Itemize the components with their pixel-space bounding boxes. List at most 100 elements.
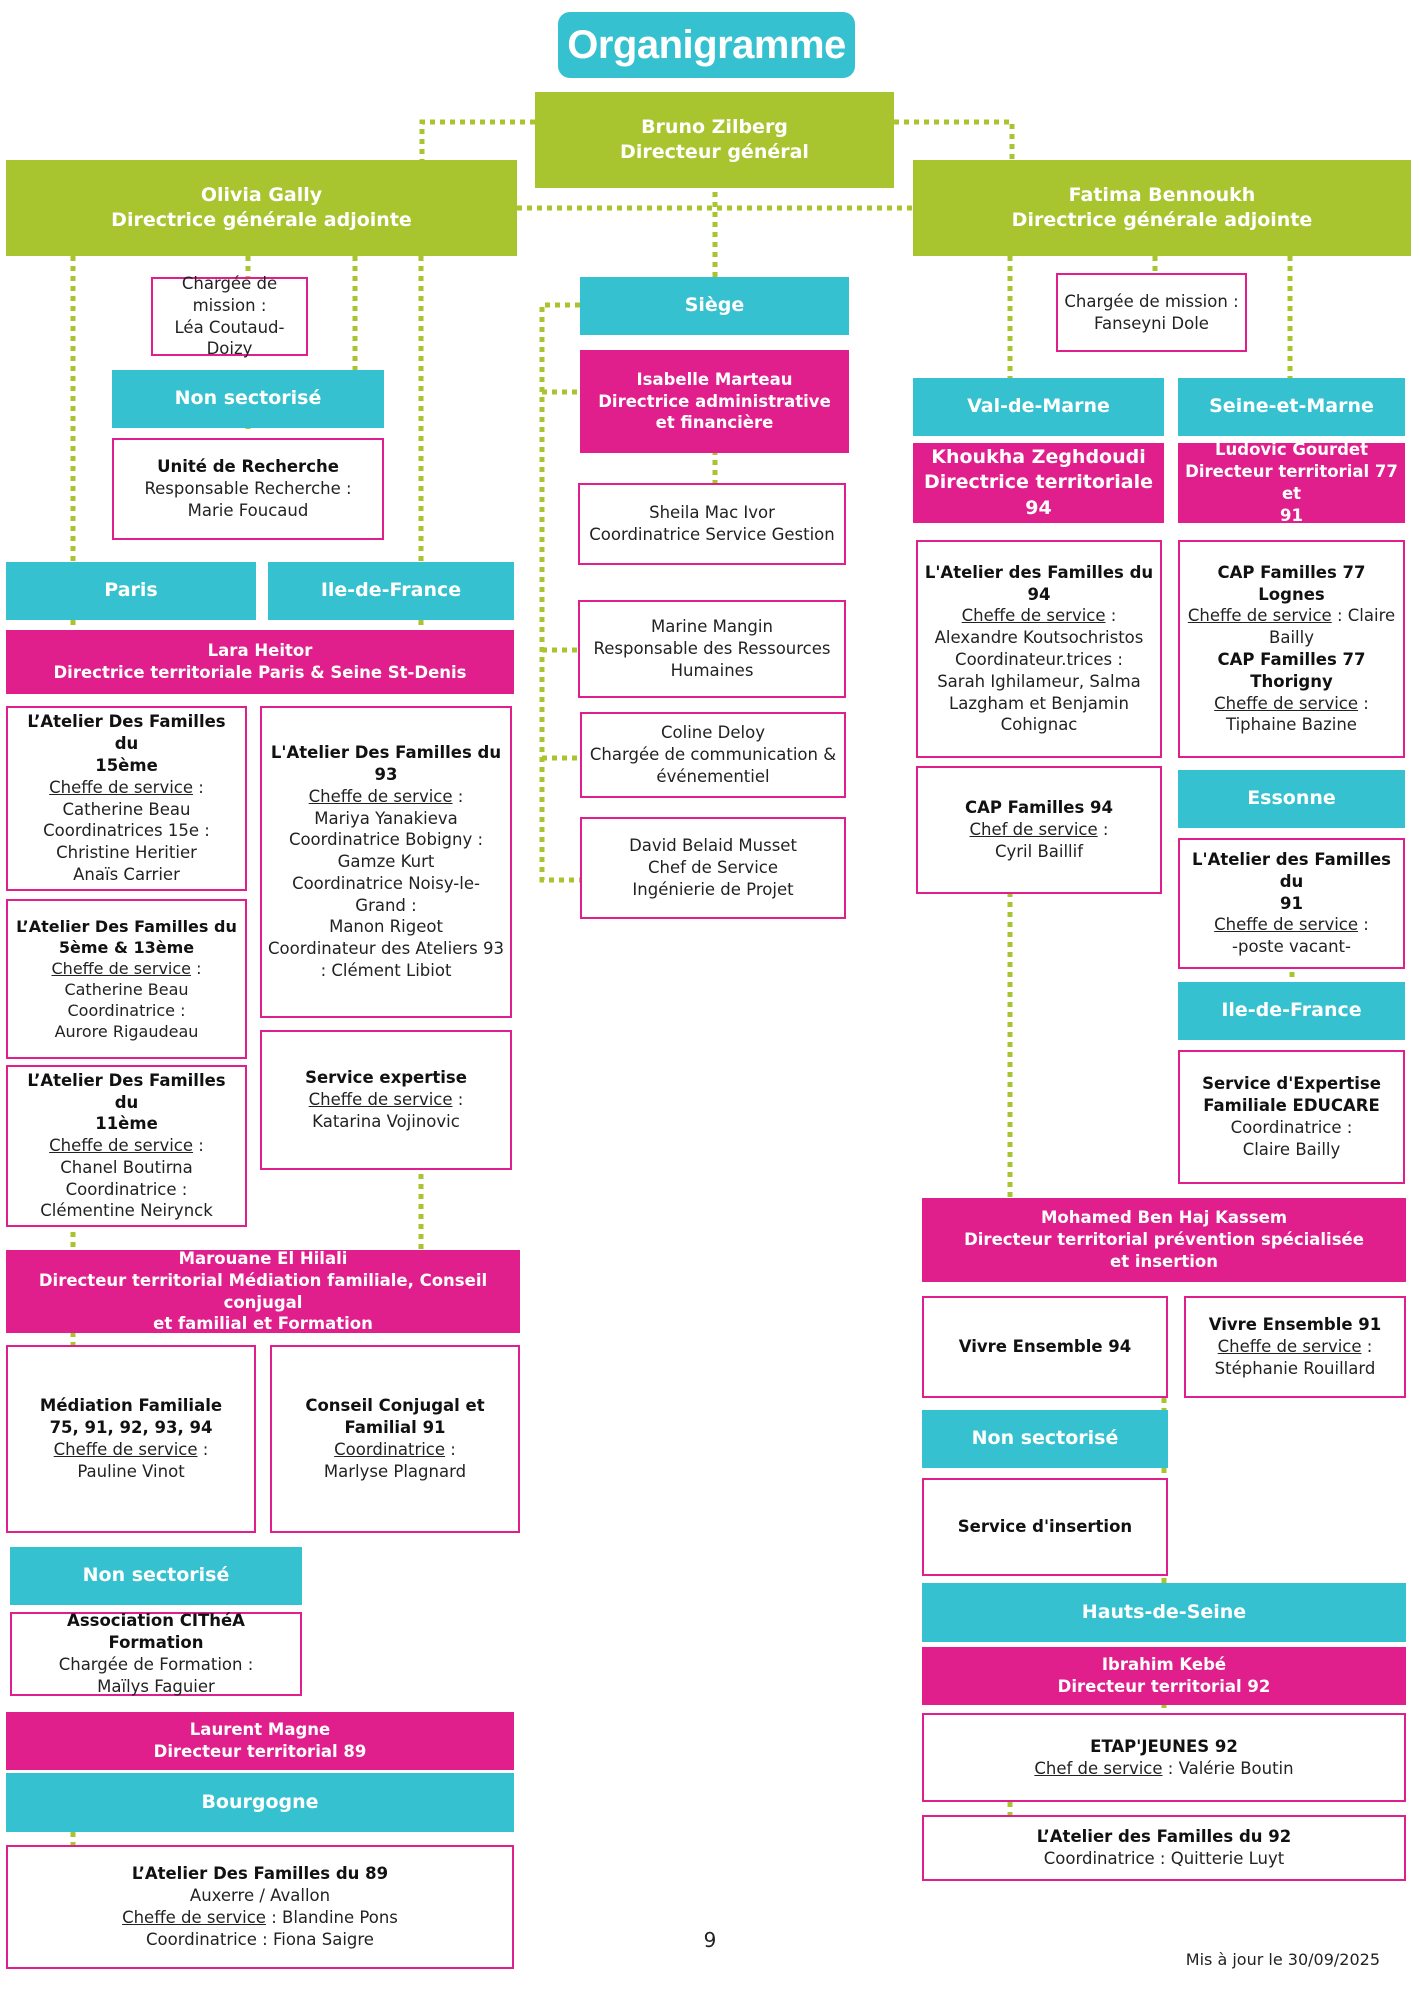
cap77-title1: CAP Familles 77 [1217,562,1366,582]
etap-chef-link: Chef de service [1034,1758,1163,1778]
insertion-title: Service d'insertion [957,1517,1133,1537]
atelier93-l8: : Clément Libiot [320,960,452,980]
expertise-chef-link: Cheffe de service [308,1090,453,1110]
ve91-chef-link: Cheffe de service [1217,1337,1362,1357]
atelier92-box: L’Atelier des Familles du 92 Coordinatri… [922,1815,1406,1881]
cap94-box: CAP Familles 94 Chef de service : Cyril … [916,766,1162,894]
david-l1: David Belaid Musset [629,836,797,856]
siege-label: Siège [684,294,745,317]
left-dga-role: Directrice générale adjointe [111,209,412,231]
atelier89-l1: Auxerre / Avallon [189,1886,331,1906]
atelier11-l2: Coordinatrice : [65,1179,188,1199]
vdm-label: Val-de-Marne [967,395,1110,418]
atelier94-title1: L'Atelier des Familles du [924,562,1154,582]
expertise-chef-line: Cheffe de service : [309,1089,464,1111]
atelier89-chef-suffix: : Blandine Pons [265,1908,398,1927]
cap77-chef1-link: Cheffe de service [1187,606,1332,626]
ludovic-node: Ludovic Gourdet Directeur territorial 77… [1178,440,1405,525]
right-dga-node: Fatima Bennoukh Directrice générale adjo… [913,160,1411,256]
cap77-chef2-suffix: : [1358,693,1369,713]
mediation-chef-suffix: : [197,1440,209,1459]
atelier5-box: L’Atelier Des Familles du 5ème & 13ème C… [6,899,247,1059]
atelier93-l2: Coordinatrice Bobigny : [288,830,484,850]
atelier5-title2: 5ème & 13ème [58,937,195,957]
atelier5-chef-link: Cheffe de service [51,958,192,978]
atelier94-l5: Cohignac [1000,715,1078,735]
atelier91-title2: 91 [1280,893,1303,913]
dg-node: Bruno Zilberg Directeur général [535,92,894,188]
atelier93-l6: Manon Rigeot [329,917,443,937]
lara-name: Lara Heitor [207,641,313,661]
atelier11-box: L’Atelier Des Familles du 11ème Cheffe d… [6,1065,247,1227]
isabelle-name: Isabelle Marteau [636,369,793,389]
left-mission-line1: Chargée de mission : [181,273,278,315]
ibrahim-node: Ibrahim Kebé Directeur territorial 92 [922,1647,1406,1705]
etap-title: ETAP'JEUNES 92 [1090,1736,1238,1756]
cap77-title3: CAP Familles 77 [1217,650,1366,669]
atelier11-chef-link: Cheffe de service [49,1136,194,1156]
atelier93-l1: Mariya Yanakieva [314,808,458,828]
conseil-title2: Familial 91 [344,1418,446,1438]
atelier94-l4: Lazgham et Benjamin [949,693,1129,713]
marine-box: Marine Mangin Responsable des Ressources… [578,600,846,698]
expertise-title: Service expertise [305,1068,467,1088]
atelier89-title: L’Atelier Des Familles du 89 [131,1864,389,1884]
mohamed-node: Mohamed Ben Haj Kassem Directeur territo… [922,1198,1406,1282]
conseil-l1: Marlyse Plagnard [323,1461,467,1481]
marouane-role1: Directeur territorial Médiation familial… [38,1270,488,1312]
ve91-chef-line: Cheffe de service : [1218,1336,1373,1358]
ve91-title: Vivre Ensemble 91 [1208,1315,1382,1335]
lara-role: Directrice territoriale Paris & Seine St… [53,663,467,682]
atelier11-title2: 11ème [95,1114,158,1134]
isabelle-role2: et financière [655,413,774,433]
atelier91-chef-line: Cheffe de service : [1214,914,1369,936]
atelier94-chef-link: Cheffe de service [961,606,1106,626]
left-mission-box: Chargée de mission : Léa Coutaud-Doizy [151,274,308,358]
cap77-l1: Bailly [1269,628,1314,648]
educare-l1: Coordinatrice : [1230,1118,1353,1137]
atelier15-l4: Anaïs Carrier [73,864,180,884]
ludovic-role1: Directeur territorial 77 et [1185,462,1398,503]
essonne-label: Essonne [1247,787,1336,810]
atelier91-box: L'Atelier des Familles du 91 Cheffe de s… [1178,838,1405,969]
educare-box: Service d'Expertise Familiale EDUCARE Co… [1178,1050,1405,1184]
sem-header: Seine-et-Marne [1178,378,1405,436]
atelier94-chef-line: Cheffe de service : [962,605,1117,627]
atelier11-l3: Clémentine Neirynck [40,1201,213,1221]
atelier94-box: L'Atelier des Familles du 94 Cheffe de s… [916,540,1162,758]
ludovic-name: Ludovic Gourdet [1215,440,1368,460]
siege-header: Siège [580,277,849,335]
cap94-chef-suffix: : [1097,820,1109,840]
coline-l3: événementiel [656,766,770,786]
left-mission-line2: Léa Coutaud-Doizy [174,317,285,359]
atelier15-chef-line: Cheffe de service : [49,777,204,799]
atelier93-l5: Grand : [355,895,417,915]
atelier91-chef-link: Cheffe de service [1214,915,1359,935]
etap-chef-suffix: : Valérie Boutin [1162,1758,1294,1778]
right-idf-header: Ile-de-France [1178,982,1405,1040]
atelier91-title1: L'Atelier des Familles du [1192,850,1391,891]
right-non-sectorise-header: Non sectorisé [922,1410,1168,1468]
cap94-chef-line: Chef de service : [970,819,1109,841]
atelier15-box: L’Atelier Des Familles du 15ème Cheffe d… [6,706,247,891]
sheila-l1: Sheila Mac Ivor [649,503,775,523]
marouane-name: Marouane El Hilali [178,1248,348,1268]
conseil-chef-line: Coordinatrice : [334,1439,456,1461]
expertise-box: Service expertise Cheffe de service : Ka… [260,1030,512,1170]
khoukha-node: Khoukha Zeghdoudi Directrice territorial… [913,443,1164,523]
mediation-chef-link: Cheffe de service [53,1440,198,1459]
left-non-sectorise2-header: Non sectorisé [10,1547,302,1605]
atelier5-title1: L’Atelier Des Familles du [16,916,237,936]
cithea-l2: Maïlys Faguier [97,1676,215,1696]
right-mission-box: Chargée de mission : Fanseyni Dole [1056,273,1247,352]
left-non-sectorise2-label: Non sectorisé [82,1564,230,1587]
atelier15-chef-suffix: : [193,777,204,797]
laurent-name: Laurent Magne [189,1720,331,1740]
page-number: 9 [703,1928,717,1952]
etap-chef-line: Chef de service : Valérie Boutin [1034,1758,1293,1780]
recherche-line2: Marie Foucaud [187,500,309,520]
atelier89-chef-link: Cheffe de service [122,1908,266,1927]
cap94-title: CAP Familles 94 [964,798,1114,818]
cap77-chef1-suffix: : Claire [1331,606,1396,626]
ve94-box: Vivre Ensemble 94 [922,1296,1168,1398]
